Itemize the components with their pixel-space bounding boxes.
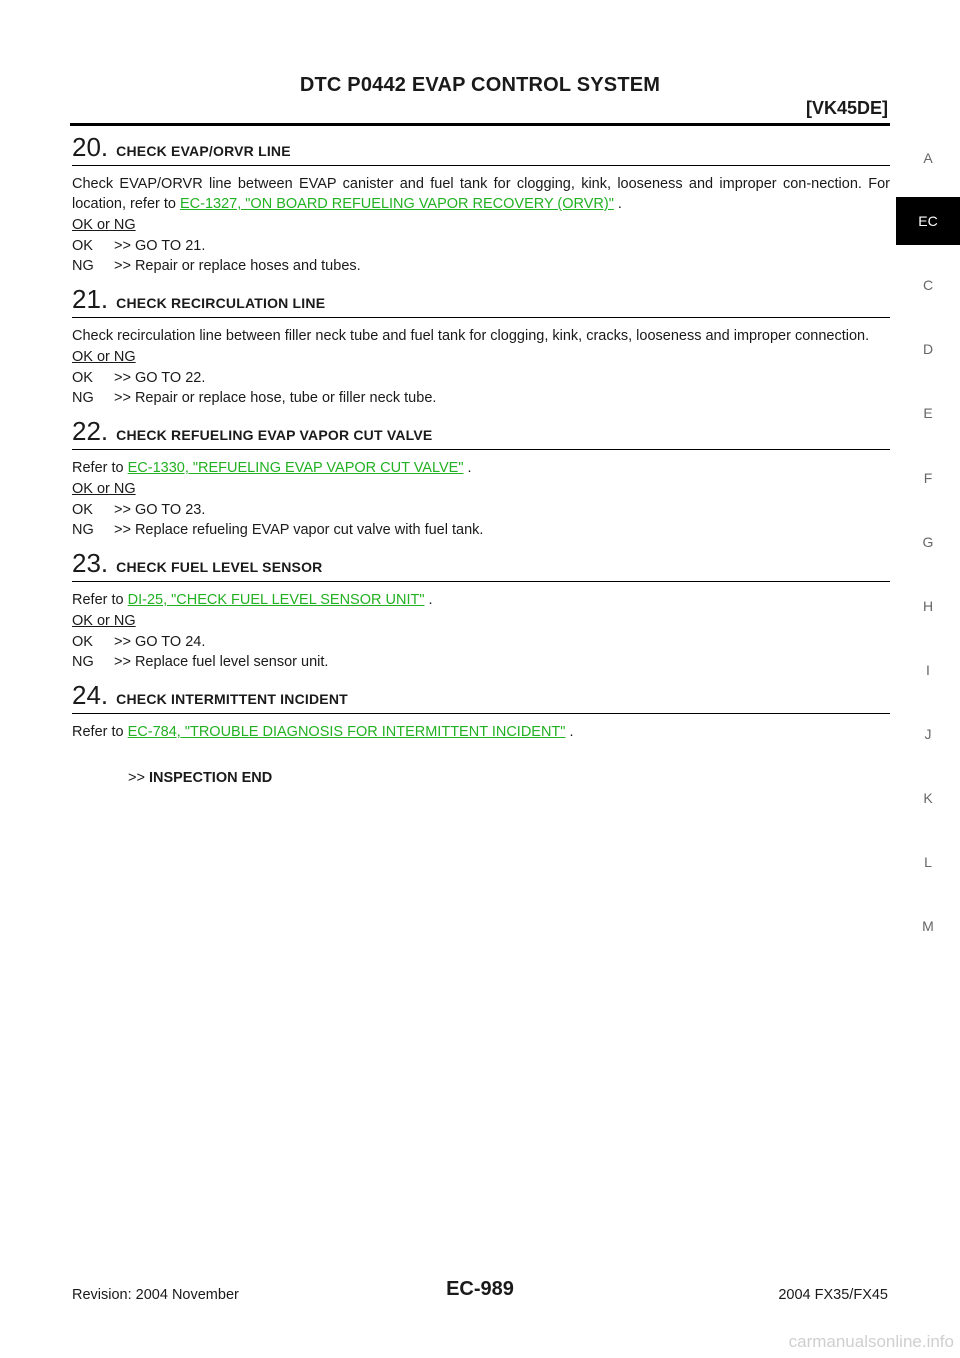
step-description: Check recirculation line between filler … [72, 328, 870, 344]
outcome-ng: NG>> Replace fuel level sensor unit. [72, 654, 329, 670]
step-22: 22. CHECK REFUELING EVAP VAPOR CUT VALVE… [72, 416, 890, 540]
step-header: 20. CHECK EVAP/ORVR LINE [72, 132, 890, 166]
step-20: 20. CHECK EVAP/ORVR LINE Check EVAP/ORVR… [72, 132, 890, 276]
side-index-d[interactable]: D [922, 341, 934, 357]
reference-link[interactable]: EC-1327, "ON BOARD REFUELING VAPOR RECOV… [180, 196, 614, 212]
side-index-i[interactable]: I [926, 662, 930, 678]
reference-link[interactable]: EC-1330, "REFUELING EVAP VAPOR CUT VALVE… [127, 460, 464, 476]
step-title: CHECK INTERMITTENT INCIDENT [116, 691, 348, 707]
side-index-j[interactable]: J [924, 726, 932, 742]
step-number: 22 [72, 416, 101, 446]
outcome-ng: NG>> Repair or replace hoses and tubes. [72, 258, 361, 274]
reference-link[interactable]: EC-784, "TROUBLE DIAGNOSIS FOR INTERMITT… [127, 724, 566, 740]
step-number: 21 [72, 284, 101, 314]
step-21: 21. CHECK RECIRCULATION LINE Check recir… [72, 284, 890, 408]
step-number: 20 [72, 132, 101, 162]
step-header: 24. CHECK INTERMITTENT INCIDENT [72, 680, 890, 714]
side-index-l[interactable]: L [924, 854, 932, 870]
footer-revision: Revision: 2004 November [72, 1287, 239, 1303]
watermark: carmanualsonline.info [788, 1332, 954, 1351]
procedure-content: 20. CHECK EVAP/ORVR LINE Check EVAP/ORVR… [72, 128, 890, 786]
step-title: CHECK EVAP/ORVR LINE [116, 143, 291, 159]
ok-ng-label: OK or NG [72, 217, 136, 233]
outcome-ok: OK>> GO TO 21. [72, 238, 206, 254]
step-description: Refer to DI-25, "CHECK FUEL LEVEL SENSOR… [72, 592, 433, 608]
outcome-ng: NG>> Repair or replace hose, tube or fil… [72, 390, 437, 406]
footer-page-number: EC-989 [446, 1278, 514, 1300]
step-number: 24 [72, 680, 101, 710]
header-rule [70, 123, 890, 126]
step-description: Refer to EC-784, "TROUBLE DIAGNOSIS FOR … [72, 724, 574, 740]
footer-model: 2004 FX35/FX45 [778, 1287, 888, 1303]
side-index-f[interactable]: F [923, 470, 933, 486]
outcome-ok: OK>> GO TO 24. [72, 634, 206, 650]
reference-link[interactable]: DI-25, "CHECK FUEL LEVEL SENSOR UNIT" [127, 592, 425, 608]
inspection-end: >> INSPECTION END [128, 770, 273, 786]
step-description: Check EVAP/ORVR line between EVAP canist… [72, 176, 890, 212]
outcomes: OK>> GO TO 24. NG>> Replace fuel level s… [72, 632, 890, 672]
step-description: Refer to EC-1330, "REFUELING EVAP VAPOR … [72, 460, 472, 476]
outcome-ng: NG>> Replace refueling EVAP vapor cut va… [72, 522, 484, 538]
step-number: 23 [72, 548, 101, 578]
step-24: 24. CHECK INTERMITTENT INCIDENT Refer to… [72, 680, 890, 742]
side-index-c[interactable]: C [922, 277, 934, 293]
ok-ng-label: OK or NG [72, 349, 136, 365]
side-index-k[interactable]: K [923, 790, 933, 806]
step-title: CHECK REFUELING EVAP VAPOR CUT VALVE [116, 427, 433, 443]
outcome-ok: OK>> GO TO 23. [72, 502, 206, 518]
step-title: CHECK FUEL LEVEL SENSOR [116, 559, 323, 575]
side-index-e[interactable]: E [923, 405, 933, 421]
step-header: 22. CHECK REFUELING EVAP VAPOR CUT VALVE [72, 416, 890, 450]
side-index-g[interactable]: G [922, 534, 934, 550]
step-23: 23. CHECK FUEL LEVEL SENSOR Refer to DI-… [72, 548, 890, 672]
side-index-ec-active[interactable]: EC [896, 197, 960, 245]
ok-ng-label: OK or NG [72, 481, 136, 497]
outcomes: OK>> GO TO 22. NG>> Repair or replace ho… [72, 368, 890, 408]
step-title: CHECK RECIRCULATION LINE [116, 295, 326, 311]
step-header: 21. CHECK RECIRCULATION LINE [72, 284, 890, 318]
side-index-a[interactable]: A [923, 150, 933, 166]
outcomes: OK>> GO TO 21. NG>> Repair or replace ho… [72, 236, 890, 276]
outcomes: OK>> GO TO 23. NG>> Replace refueling EV… [72, 500, 890, 540]
ok-ng-label: OK or NG [72, 613, 136, 629]
side-index-h[interactable]: H [922, 598, 934, 614]
step-header: 23. CHECK FUEL LEVEL SENSOR [72, 548, 890, 582]
side-index-m[interactable]: M [922, 918, 934, 934]
engine-code: [VK45DE] [805, 98, 888, 118]
outcome-ok: OK>> GO TO 22. [72, 370, 206, 386]
page-title: DTC P0442 EVAP CONTROL SYSTEM [299, 74, 661, 96]
